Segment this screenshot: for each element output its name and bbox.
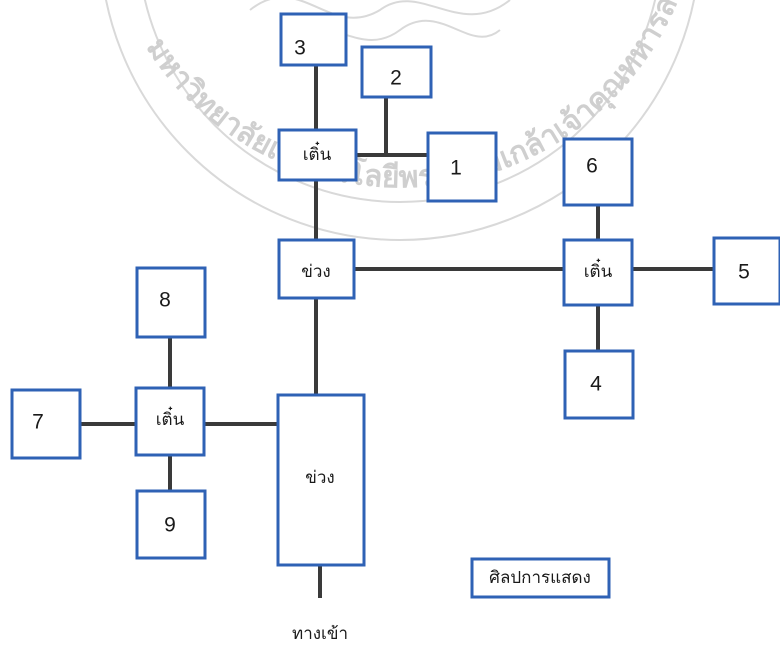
khuang-middle-label: ข่วง xyxy=(301,262,330,282)
khuang-middle: ข่วง xyxy=(277,238,356,300)
deun-left: เติ๋น xyxy=(134,386,206,457)
room-9-label: 9 xyxy=(164,514,176,537)
room-2: 2 xyxy=(360,45,433,99)
room-2-label: 2 xyxy=(390,67,402,90)
room-8-label: 8 xyxy=(159,289,171,312)
room-8: 8 xyxy=(135,266,207,339)
khuang-main: ข่วง xyxy=(276,393,366,567)
entrance-label: ทางเข้า xyxy=(292,624,348,644)
room-5-label: 5 xyxy=(738,261,750,284)
room-7: 7 xyxy=(10,388,82,460)
deun-right: เติ๋น xyxy=(562,238,634,307)
room-5: 5 xyxy=(712,236,780,306)
deun-left-label: เติ๋น xyxy=(156,406,185,430)
room-6: 6 xyxy=(562,137,634,207)
room-1: 1 xyxy=(426,131,498,203)
exhibition-box: ศิลปการแสดง xyxy=(470,557,611,599)
room-6-label: 6 xyxy=(586,155,598,178)
room-9: 9 xyxy=(135,489,207,560)
connector-lines xyxy=(80,65,714,598)
deun-right-label: เติ๋น xyxy=(584,258,613,282)
deun-top: เติ๋น xyxy=(277,128,358,182)
room-4-label: 4 xyxy=(590,373,602,396)
room-3: 3 xyxy=(279,12,348,67)
room-4: 4 xyxy=(563,349,635,420)
deun-top-label: เติ๋น xyxy=(303,141,332,165)
room-1-label: 1 xyxy=(450,157,462,180)
room-3-label: 3 xyxy=(294,37,306,60)
room-7-label: 7 xyxy=(32,411,44,434)
exhibition-label: ศิลปการแสดง xyxy=(489,568,591,588)
khuang-main-label: ข่วง xyxy=(305,468,334,488)
